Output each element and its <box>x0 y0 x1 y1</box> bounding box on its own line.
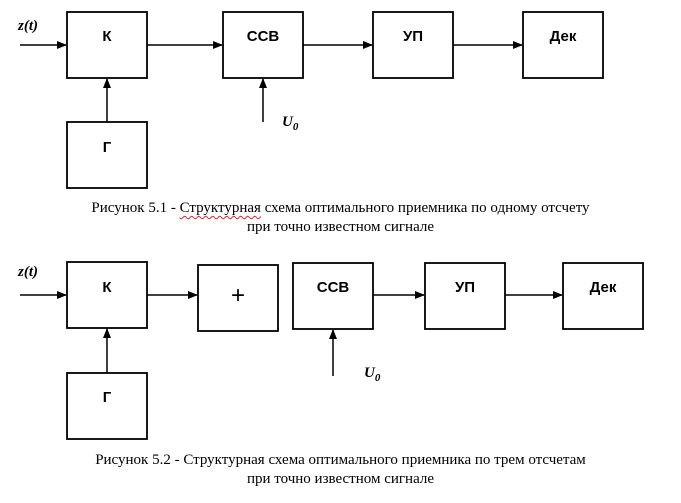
fig2-block-k: К <box>66 261 148 329</box>
fig2-input-label: z(t) <box>17 264 38 280</box>
fig2-block-dek-label: Дек <box>590 279 617 296</box>
figure-1-diagram: z(t) К ССВ УП Дек <box>17 11 604 189</box>
fig1-block-up: УП <box>372 11 454 79</box>
fig1-block-k-label: К <box>102 28 112 45</box>
fig2-block-up-label: УП <box>455 279 475 296</box>
fig2-block-ssv: ССВ <box>292 262 374 330</box>
fig1-caption-rest: схема оптимального приемника по одному о… <box>260 200 590 216</box>
fig1-block-dek: Дек <box>522 11 604 79</box>
fig1-input-label: z(t) <box>17 18 38 34</box>
fig2-caption: Рисунок 5.2 - Структурная схема оптималь… <box>0 451 681 489</box>
fig2-block-dek: Дек <box>562 262 644 330</box>
fig1-block-g: Г <box>66 121 148 189</box>
fig1-block-k: К <box>66 11 148 79</box>
fig2-caption-line2: при точно известном сигнале <box>246 471 435 487</box>
fig2-block-g-label: Г <box>103 389 112 406</box>
fig1-block-g-label: Г <box>103 139 112 156</box>
fig2-block-ssv-label: ССВ <box>317 279 350 296</box>
fig2-block-up: УП <box>424 262 506 330</box>
fig2-block-k-label: К <box>102 279 112 296</box>
fig1-caption: Рисунок 5.1 - Структурная схема оптималь… <box>0 199 681 237</box>
fig1-u0-label: U0 <box>282 114 299 133</box>
fig1-caption-underlined-word: Структурная <box>179 200 261 216</box>
fig1-caption-line2: при точно известном сигнале <box>246 219 435 235</box>
fig1-block-ssv: ССВ <box>222 11 304 79</box>
fig2-u0-label: U0 <box>364 365 381 384</box>
fig1-block-up-label: УП <box>403 28 423 45</box>
figure-2-diagram: z(t) К + ССВ УП Д <box>17 261 644 440</box>
fig1-block-ssv-label: ССВ <box>247 28 280 45</box>
fig2-block-plus: + <box>197 264 279 332</box>
fig1-block-dek-label: Дек <box>550 28 577 45</box>
fig2-block-plus-label: + <box>231 282 245 309</box>
fig1-caption-line1: Рисунок 5.1 - Структурная схема оптималь… <box>0 199 681 218</box>
fig2-caption-line1: Рисунок 5.2 - Структурная схема оптималь… <box>95 452 586 468</box>
fig1-caption-prefix: Рисунок 5.1 - <box>91 200 180 216</box>
fig2-block-g: Г <box>66 372 148 440</box>
